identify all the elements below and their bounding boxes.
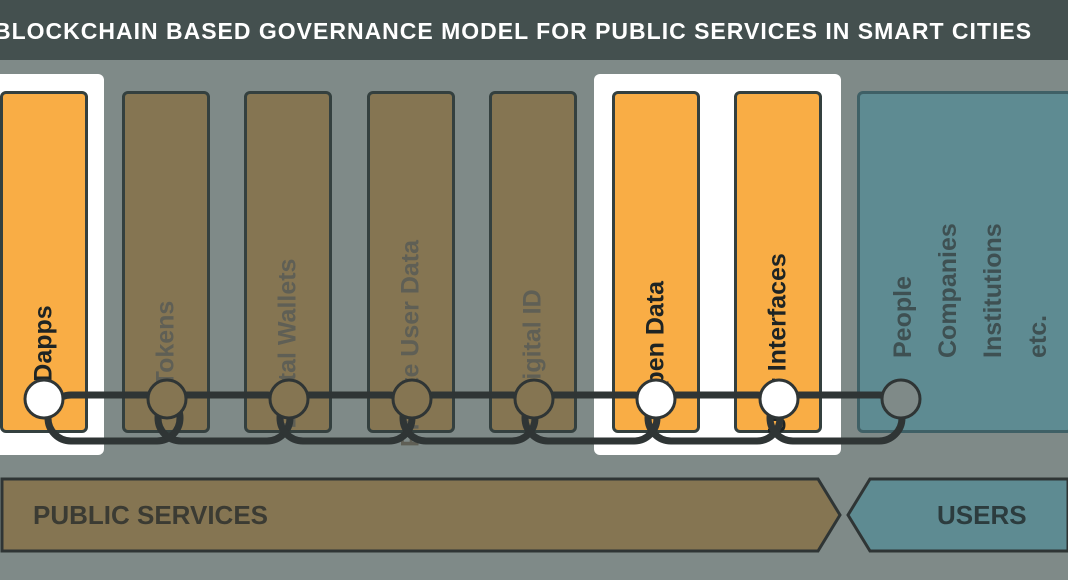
title-bar: BLOCKCHAIN BASED GOVERNANCE MODEL FOR PU…: [0, 0, 1068, 60]
column-dapps: Dapps: [0, 91, 88, 433]
public-services-label: PUBLIC SERVICES: [33, 500, 269, 530]
page-title: BLOCKCHAIN BASED GOVERNANCE MODEL FOR PU…: [0, 18, 1033, 44]
users-banner: [846, 477, 1068, 553]
node-open-data: [635, 378, 677, 420]
node-user-interfaces: [758, 378, 800, 420]
users-label: USERS: [937, 500, 1027, 530]
column-open-data: Open Data: [612, 91, 700, 433]
column-users: People Companies Institutions etc.: [857, 91, 1068, 433]
node-private-user-data: [391, 378, 433, 420]
node-digital-wallets: [268, 378, 310, 420]
public-services-banner: [0, 477, 842, 553]
column-digital-id: Digital ID: [489, 91, 577, 433]
node-digital-id: [513, 378, 555, 420]
column-user-interfaces: User Interfaces: [734, 91, 822, 434]
node-tokens: [146, 378, 188, 420]
node-dapps: [23, 378, 65, 420]
node-users: [880, 378, 922, 420]
